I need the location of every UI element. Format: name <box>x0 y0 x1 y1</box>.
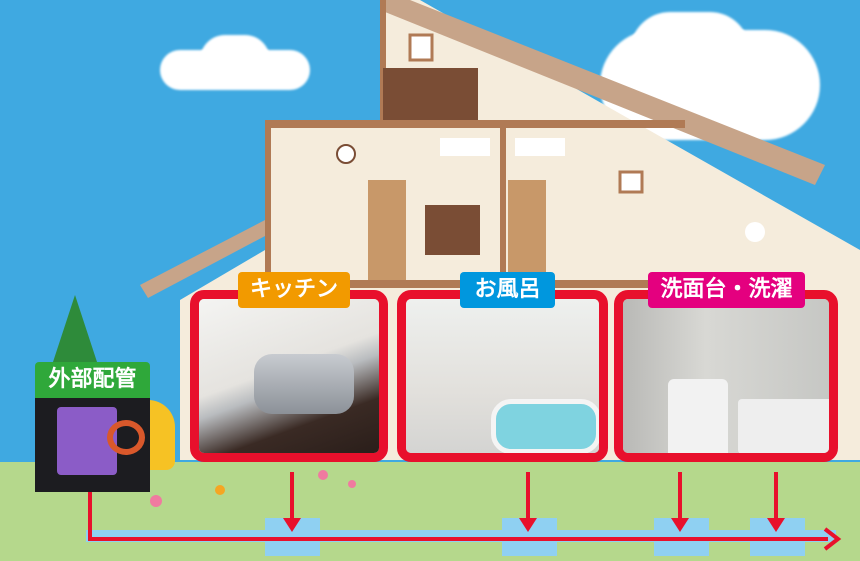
washing-drain-arrow <box>678 472 682 522</box>
washroom-frame[interactable] <box>614 290 838 462</box>
flow-line-main <box>88 537 828 541</box>
external-piping-label: 外部配管 <box>35 362 150 398</box>
cloud <box>200 35 270 85</box>
cloud <box>630 12 750 92</box>
arrow-down-icon <box>283 518 301 532</box>
arrow-down-icon <box>767 518 785 532</box>
flower <box>348 480 356 488</box>
arrow-down-icon <box>671 518 689 532</box>
washroom-label: 洗面台・洗濯 <box>648 272 805 308</box>
kitchen-frame[interactable] <box>190 290 388 462</box>
bathroom-label: お風呂 <box>460 272 555 308</box>
flow-arrow-right-icon <box>823 527 842 551</box>
sink <box>254 354 354 414</box>
kitchen-drain-arrow <box>290 472 294 522</box>
washing-machine <box>668 379 728 453</box>
tree-illustration <box>52 295 98 365</box>
kitchen-label: キッチン <box>238 272 350 308</box>
flower <box>318 470 328 480</box>
bathtub <box>491 399 599 453</box>
basin-drain-arrow <box>774 472 778 522</box>
flower <box>150 495 162 507</box>
hose <box>107 420 145 455</box>
bathroom-frame[interactable] <box>397 290 608 462</box>
bathroom-drain-arrow <box>526 472 530 522</box>
arrow-down-icon <box>519 518 537 532</box>
flow-line-vertical <box>88 492 92 540</box>
external-piping-photo[interactable] <box>35 395 150 492</box>
wash-basin <box>738 399 829 453</box>
flower <box>215 485 225 495</box>
